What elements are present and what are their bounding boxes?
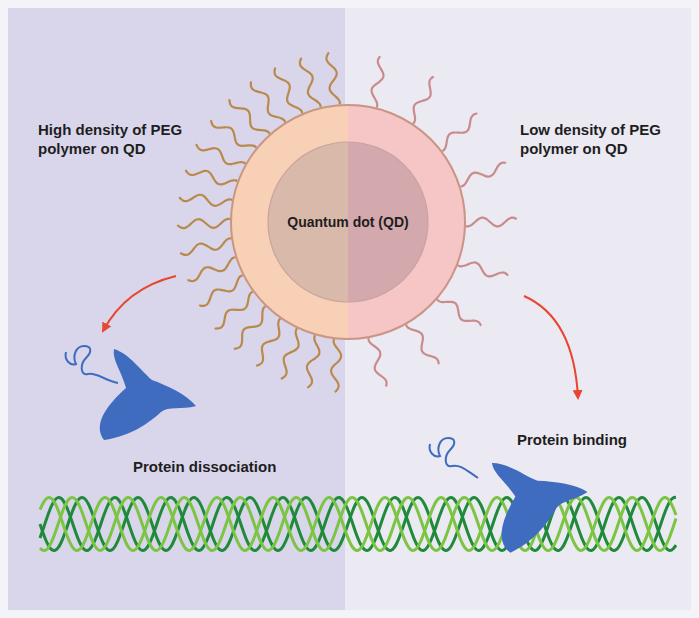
peg-strand: [368, 332, 386, 386]
peg-strand: [406, 317, 439, 363]
red-arrow: [524, 296, 578, 398]
peg-strand: [216, 291, 260, 328]
dna-strand: [40, 498, 676, 551]
peg-strand: [307, 331, 321, 388]
peg-strand: [251, 82, 286, 129]
panel-label: High density of PEG polymer on QD: [38, 120, 200, 158]
red-arrow: [103, 276, 176, 331]
dna-strand: [40, 497, 676, 550]
peg-strand: [371, 57, 383, 112]
peg-strand: [196, 145, 248, 170]
peg-strand: [180, 195, 238, 206]
node-label: Quantum dot (QD): [287, 214, 408, 230]
peg-strand: [275, 68, 303, 120]
peg-strand: [181, 238, 238, 255]
core-outline: [268, 142, 428, 302]
peg-strand: [300, 59, 321, 114]
peg-strand: [460, 218, 516, 227]
peg-strand: [435, 114, 476, 152]
peg-strand: [326, 53, 339, 110]
dna-helix: [40, 497, 676, 550]
dna-strand: [40, 498, 676, 551]
bound-protein: [478, 438, 598, 554]
peg-strand: [188, 257, 242, 281]
peg-strand: [229, 100, 270, 141]
quantum-dot-circle: Quantum dot (QD): [230, 104, 466, 340]
protein-shape: [478, 438, 598, 554]
peg-strand: [200, 275, 250, 306]
peg-strand: [454, 259, 508, 276]
protein-tail: [66, 346, 118, 383]
dna-strand: [40, 498, 676, 551]
peg-strand: [257, 316, 287, 366]
protein-label: Protein dissociation: [133, 457, 276, 476]
shell-outline: [231, 105, 465, 339]
peg-strands: [178, 53, 516, 391]
peg-strand: [186, 171, 242, 187]
peg-strand: [407, 77, 433, 126]
peg-strand: [454, 163, 506, 187]
protein-shape: [100, 349, 196, 440]
peg-strand: [178, 219, 236, 228]
panel-label: Low density of PEG polymer on QD: [520, 120, 685, 158]
peg-strand: [331, 334, 341, 392]
peg-strand: [435, 292, 481, 325]
protein-label: Protein binding: [517, 430, 627, 449]
protein-tail: [430, 438, 478, 478]
peg-strand: [282, 325, 304, 379]
free-protein: [66, 346, 196, 440]
